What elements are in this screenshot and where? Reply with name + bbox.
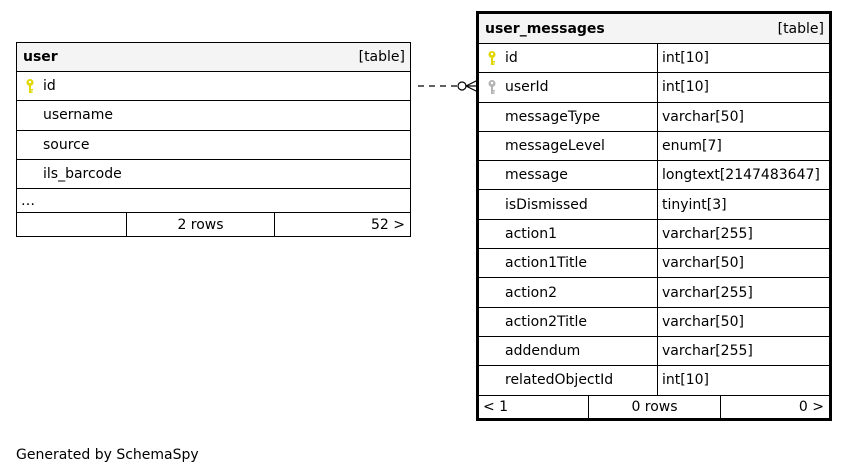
user-messages-column-row[interactable]: addendum varchar[255]: [479, 336, 829, 367]
crow-foot-lower: [465, 85, 479, 93]
user-messages-column-row[interactable]: action2Title varchar[50]: [479, 307, 829, 337]
column-type: varchar[255]: [657, 219, 829, 249]
user-messages-column-row[interactable]: relatedObjectId int[10]: [479, 366, 829, 396]
generated-by-credit: Generated by SchemaSpy: [16, 447, 199, 463]
footer-children[interactable]: 0 >: [798, 399, 824, 416]
column-name: ils_barcode: [43, 166, 122, 183]
user-table-header[interactable]: user [table]: [17, 43, 410, 72]
user-table-footer: 2 rows 52 >: [17, 213, 410, 237]
footer-children[interactable]: 52 >: [371, 216, 405, 233]
user-table-name: user: [23, 49, 58, 65]
user-messages-column-row[interactable]: isDismissed tinyint[3]: [479, 190, 829, 220]
column-type: varchar[255]: [657, 278, 829, 307]
crow-foot-upper: [465, 79, 479, 87]
user-column-list: id username source ils_barcode: [17, 72, 410, 190]
column-name: messageType: [505, 108, 601, 125]
column-type: int[10]: [657, 366, 829, 395]
column-name: source: [43, 136, 90, 153]
ellipsis: …: [21, 192, 35, 209]
column-type: longtext[2147483647]: [657, 161, 829, 190]
column-name: action1: [505, 225, 558, 242]
user-column-row[interactable]: username: [17, 101, 410, 131]
footer-parents[interactable]: < 1: [479, 395, 589, 419]
column-name: addendum: [505, 343, 581, 360]
footer-row-count: 2 rows: [127, 213, 275, 237]
user-column-row[interactable]: id: [17, 72, 410, 102]
column-name: id: [43, 78, 56, 95]
user-column-row[interactable]: ils_barcode: [17, 160, 410, 190]
column-type: varchar[255]: [657, 336, 829, 366]
column-name: message: [505, 167, 568, 184]
user-messages-table[interactable]: user_messages [table] id int[10] userId int…: [476, 11, 832, 421]
key-cell: [17, 78, 43, 94]
column-type: varchar[50]: [657, 102, 829, 131]
user-messages-column-row[interactable]: message longtext[2147483647]: [479, 161, 829, 191]
column-type: enum[7]: [657, 131, 829, 161]
column-name: isDismissed: [505, 196, 588, 213]
user-table[interactable]: user [table] id username source ils_barcode…: [16, 42, 411, 237]
footer-parents[interactable]: [17, 213, 127, 237]
primary-key-icon: [487, 50, 497, 66]
user-messages-column-row[interactable]: messageLevel enum[7]: [479, 131, 829, 162]
column-name: action2: [505, 284, 558, 301]
column-name: messageLevel: [505, 138, 605, 155]
user-column-row[interactable]: source: [17, 131, 410, 160]
column-type: varchar[50]: [657, 249, 829, 278]
user-more-columns: …: [17, 189, 410, 214]
column-type: varchar[50]: [657, 307, 829, 336]
primary-key-icon: [25, 78, 35, 94]
column-type: int[10]: [657, 73, 829, 102]
user-messages-column-row[interactable]: userId int[10]: [479, 73, 829, 103]
key-cell: [479, 50, 505, 66]
column-name: username: [43, 107, 113, 124]
footer-row-count: 0 rows: [589, 395, 721, 419]
column-type: int[10]: [657, 44, 829, 73]
column-name: relatedObjectId: [505, 372, 614, 389]
column-name: action1Title: [505, 255, 588, 272]
user-messages-table-footer: < 1 0 rows 0 >: [479, 395, 829, 419]
user-messages-column-row[interactable]: action2 varchar[255]: [479, 278, 829, 308]
user-messages-column-row[interactable]: action1 varchar[255]: [479, 219, 829, 250]
zero-cardinality-marker: [457, 81, 467, 91]
key-cell: [479, 79, 505, 95]
user-messages-column-list: id int[10] userId int[10] messageType varchar…: [479, 44, 829, 396]
column-name: userId: [505, 79, 549, 96]
foreign-key-icon: [487, 79, 497, 95]
user-messages-column-row[interactable]: id int[10]: [479, 44, 829, 74]
user-messages-column-row[interactable]: action1Title varchar[50]: [479, 249, 829, 279]
column-name: action2Title: [505, 313, 588, 330]
column-name: id: [505, 50, 518, 67]
user-messages-table-kind: [table]: [777, 20, 824, 37]
column-type: tinyint[3]: [657, 190, 829, 219]
user-messages-table-name: user_messages: [485, 20, 605, 37]
user-messages-column-row[interactable]: messageType varchar[50]: [479, 102, 829, 132]
user-table-kind: [table]: [358, 49, 405, 65]
user-messages-table-header[interactable]: user_messages [table]: [479, 14, 829, 44]
